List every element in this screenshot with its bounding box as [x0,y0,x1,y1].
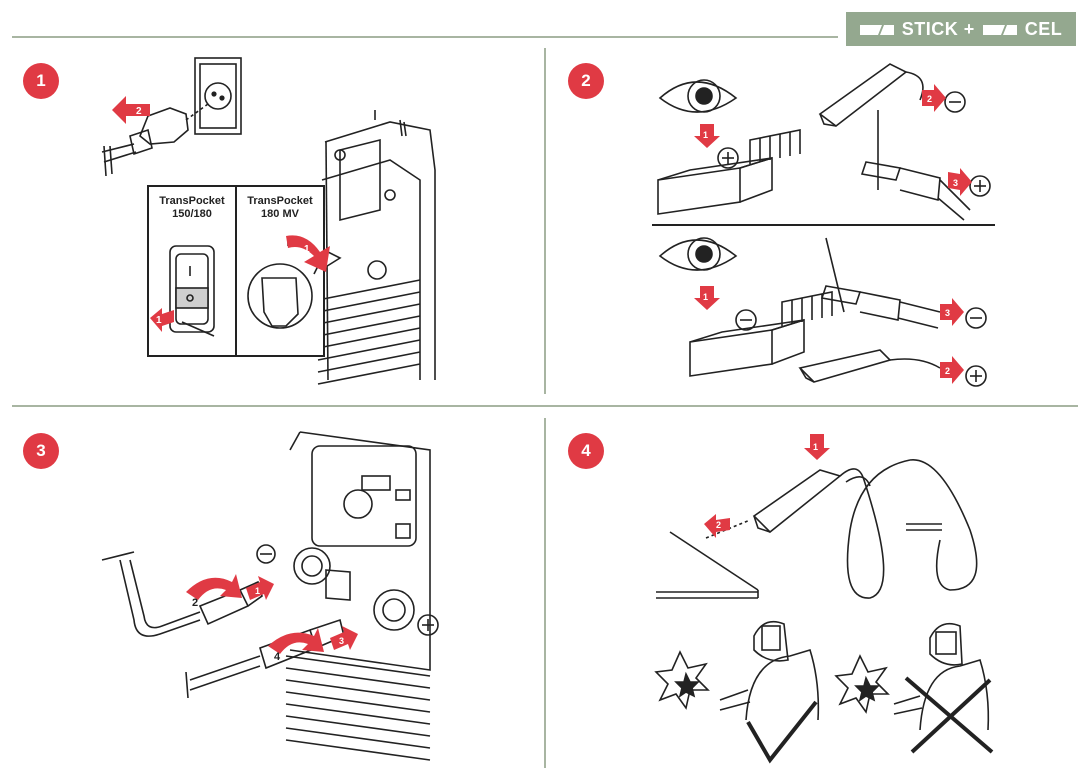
svg-text:3: 3 [339,636,344,646]
arrow-torch-bottom: 3 [940,298,964,326]
svg-text:1: 1 [304,244,310,255]
panel3-illustration: 2 1 4 3 [101,431,439,761]
svg-text:2: 2 [716,520,721,530]
arrow-rotate-knob: 1 [286,235,330,272]
vertical-divider-top [544,48,546,394]
step-number-2: 2 [568,63,604,99]
rocker-switch-icon [169,245,215,337]
arrow-insert-upper: 1 [246,576,274,600]
welding-machine-front [285,431,439,761]
eye-icon-bottom [658,237,738,271]
middle-divider [12,405,1078,407]
terminal-socket [657,129,801,215]
arrow-torch-top: 3 [948,168,972,196]
box-right-title: TransPocket [247,195,313,207]
arrow-unplug: 2 [112,96,150,124]
arrow-label: 2 [136,106,142,117]
step-number-4: 4 [568,433,604,469]
svg-text:3: 3 [953,178,958,188]
arrow-inspect-bottom: 1 [694,286,720,310]
vertical-divider-bottom [544,418,546,768]
arrow-inspect-top: 1 [694,124,720,148]
arrow-clamp-attach: 1 [804,434,830,460]
svg-text:3: 3 [945,308,950,318]
svg-text:2: 2 [192,597,198,609]
welder-wrong-icon [893,622,990,731]
cross-mark-icon [904,676,994,754]
svg-text:4: 4 [274,651,281,663]
welding-machine-outline [317,110,436,385]
svg-text:1: 1 [703,130,708,140]
arrow-insert-lower: 3 [330,626,358,650]
svg-text:1: 1 [813,442,818,452]
arrow-twist-upper: 2 [186,574,242,609]
cel-electrode-icon [982,25,1017,35]
plus-terminal-icon [969,175,991,197]
rotary-switch-icon [247,238,319,329]
panel4-illustration: 1 2 [654,434,994,764]
arrow-rocker-press: 1 [150,308,174,332]
cable-plug-lower [185,618,345,699]
stick-electrode-icon [859,25,894,35]
svg-text:1: 1 [703,292,708,302]
switch-box-right [235,185,325,357]
minus-terminal-icon [944,91,966,113]
check-mark-icon [746,700,818,764]
minus-terminal-icon-p3 [256,544,276,564]
spark-icon-2 [834,654,890,714]
welder-correct-icon [719,620,820,721]
arrow-clamp-bottom: 2 [940,356,964,384]
badge-text-cel: CEL [1024,18,1063,39]
badge-text-stick: STICK + [901,18,975,39]
svg-text:1: 1 [156,315,162,326]
top-divider [12,36,838,38]
stick-torch-icon [860,110,971,221]
electrode-holder-icon [818,63,924,128]
power-plug-icon [101,103,209,177]
eye-icon [658,79,738,113]
process-badge: STICK + CEL [846,12,1076,46]
svg-text:1: 1 [255,586,260,596]
ground-clamp-icon [752,459,978,599]
svg-text:2: 2 [945,366,950,376]
panel2-illustration: 1 2 3 1 3 2 [652,63,995,387]
workpiece-plate [656,519,759,599]
arrow-clamp-top: 2 [922,84,946,112]
wall-socket-icon [194,57,242,135]
box-left-title: TransPocket [159,195,225,207]
svg-text:2: 2 [927,94,932,104]
box-right-subtitle: 180 MV [261,208,300,220]
panel1-illustration: TransPocket 150/180 TransPocket 180 MV 2… [101,57,436,385]
step-number-3: 3 [23,433,59,469]
step-number-1: 1 [23,63,59,99]
spark-icon [654,650,710,710]
box-left-subtitle: 150/180 [172,208,212,220]
arrow-twist-lower: 4 [268,628,324,663]
arrow-contact-point: 2 [704,514,730,538]
